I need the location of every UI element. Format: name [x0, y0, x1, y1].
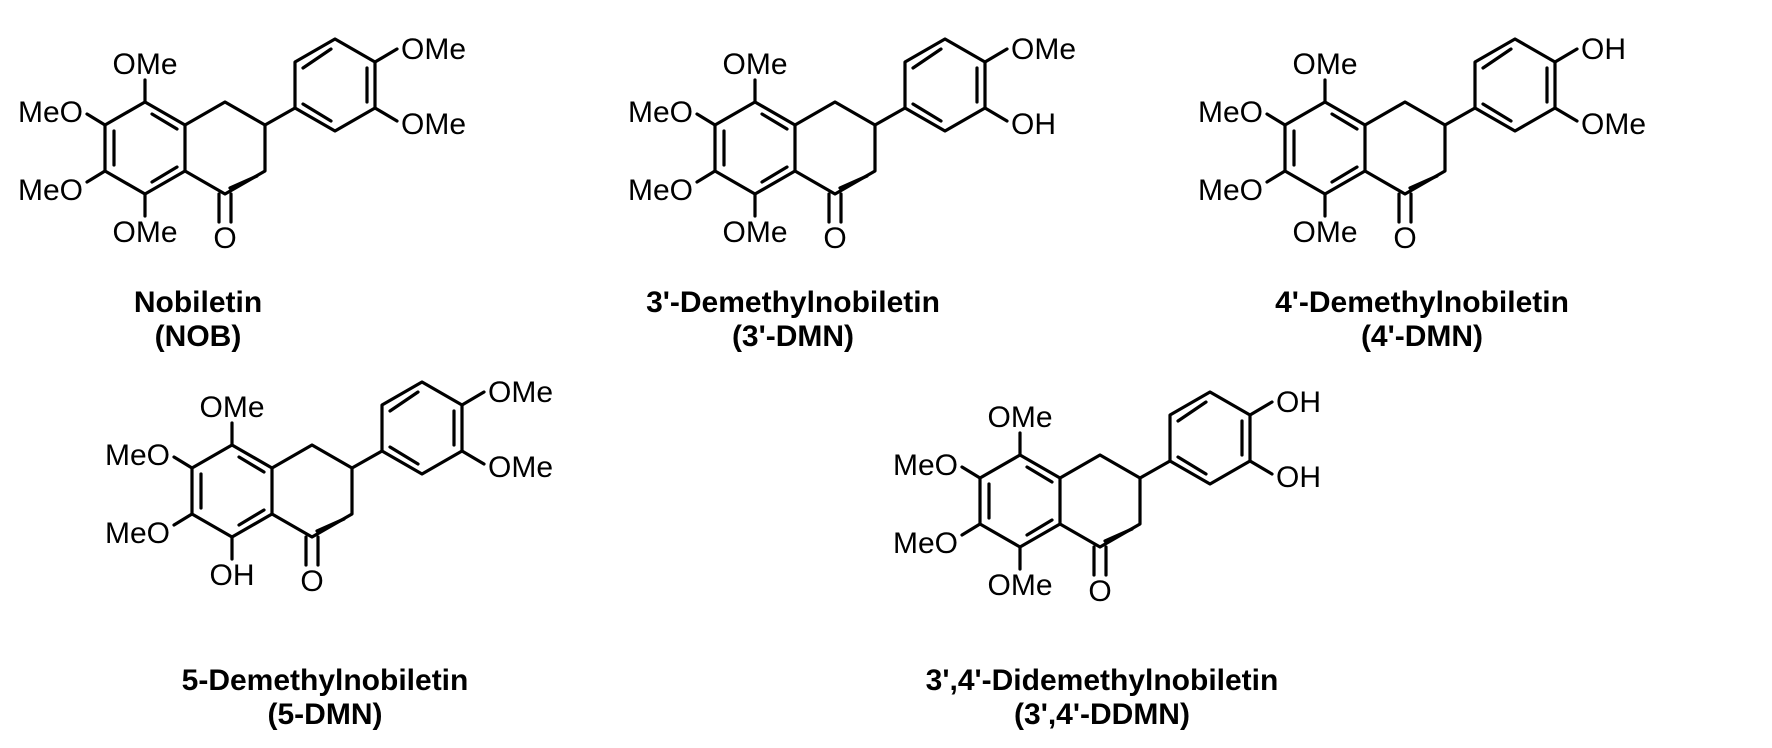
substituent-7: MeO	[893, 527, 958, 560]
compound-abbreviation: (4'-DMN)	[1361, 320, 1483, 353]
carbonyl-oxygen: O	[823, 222, 846, 255]
carbonyl-oxygen: O	[1088, 575, 1111, 608]
substituent-6: MeO	[1198, 96, 1263, 129]
compound-name: 5-Demethylnobiletin	[182, 664, 469, 697]
substituent-4-prime: OH	[1276, 386, 1321, 419]
substituent-5: OMe	[722, 48, 787, 81]
substituent-5: OMe	[987, 401, 1052, 434]
structure-4-demethylnobiletin: OMe MeO MeO OMe O OH OMe	[1198, 33, 1646, 255]
substituent-3-prime: OMe	[488, 451, 553, 484]
substituent-8: OMe	[1292, 216, 1357, 249]
substituent-3-prime: OMe	[1581, 108, 1646, 141]
structure-3-4-didemethylnobiletin: OMe MeO MeO OMe O OH OH	[893, 386, 1321, 608]
substituent-5: OH	[210, 559, 255, 592]
structure-nobiletin: OMe MeO MeO OMe O OMe OMe	[18, 33, 466, 255]
substituent-4-prime: OMe	[1011, 33, 1076, 66]
substituent-6: MeO	[105, 517, 170, 550]
carbonyl-oxygen: O	[213, 222, 236, 255]
compound-name: Nobiletin	[134, 286, 262, 319]
substituent-7: MeO	[1198, 174, 1263, 207]
structure-3-demethylnobiletin: OMe MeO MeO OMe O OMe OH	[628, 33, 1076, 255]
substituent-7: MeO	[105, 439, 170, 472]
compound-name: 3'-Demethylnobiletin	[646, 286, 940, 319]
substituent-8: OMe	[987, 569, 1052, 602]
compound-abbreviation: (3'-DMN)	[732, 320, 854, 353]
substituent-4-prime: OMe	[401, 33, 466, 66]
compound-abbreviation: (NOB)	[155, 320, 242, 353]
substituent-7: MeO	[18, 174, 83, 207]
substituent-4-prime: OMe	[488, 376, 553, 409]
carbonyl-oxygen: O	[1393, 222, 1416, 255]
substituent-3-prime: OH	[1276, 461, 1321, 494]
substituent-6: MeO	[893, 449, 958, 482]
substituent-5: OMe	[1292, 48, 1357, 81]
substituent-3-prime: OH	[1011, 108, 1056, 141]
compound-name: 3',4'-Didemethylnobiletin	[926, 664, 1279, 697]
carbonyl-oxygen: O	[300, 565, 323, 598]
substituent-3-prime: OMe	[401, 108, 466, 141]
substituent-5: OMe	[112, 48, 177, 81]
structure-5-demethylnobiletin: OMe MeO MeO OH O OMe OMe	[105, 376, 553, 598]
substituent-6: MeO	[628, 96, 693, 129]
compound-name: 4'-Demethylnobiletin	[1275, 286, 1569, 319]
substituent-7: MeO	[628, 174, 693, 207]
compound-abbreviation: (3',4'-DDMN)	[1014, 698, 1190, 731]
substituent-6: MeO	[18, 96, 83, 129]
substituent-8: OMe	[199, 391, 264, 424]
compound-abbreviation: (5-DMN)	[268, 698, 383, 731]
substituent-4-prime: OH	[1581, 33, 1626, 66]
substituent-8: OMe	[722, 216, 787, 249]
substituent-8: OMe	[112, 216, 177, 249]
